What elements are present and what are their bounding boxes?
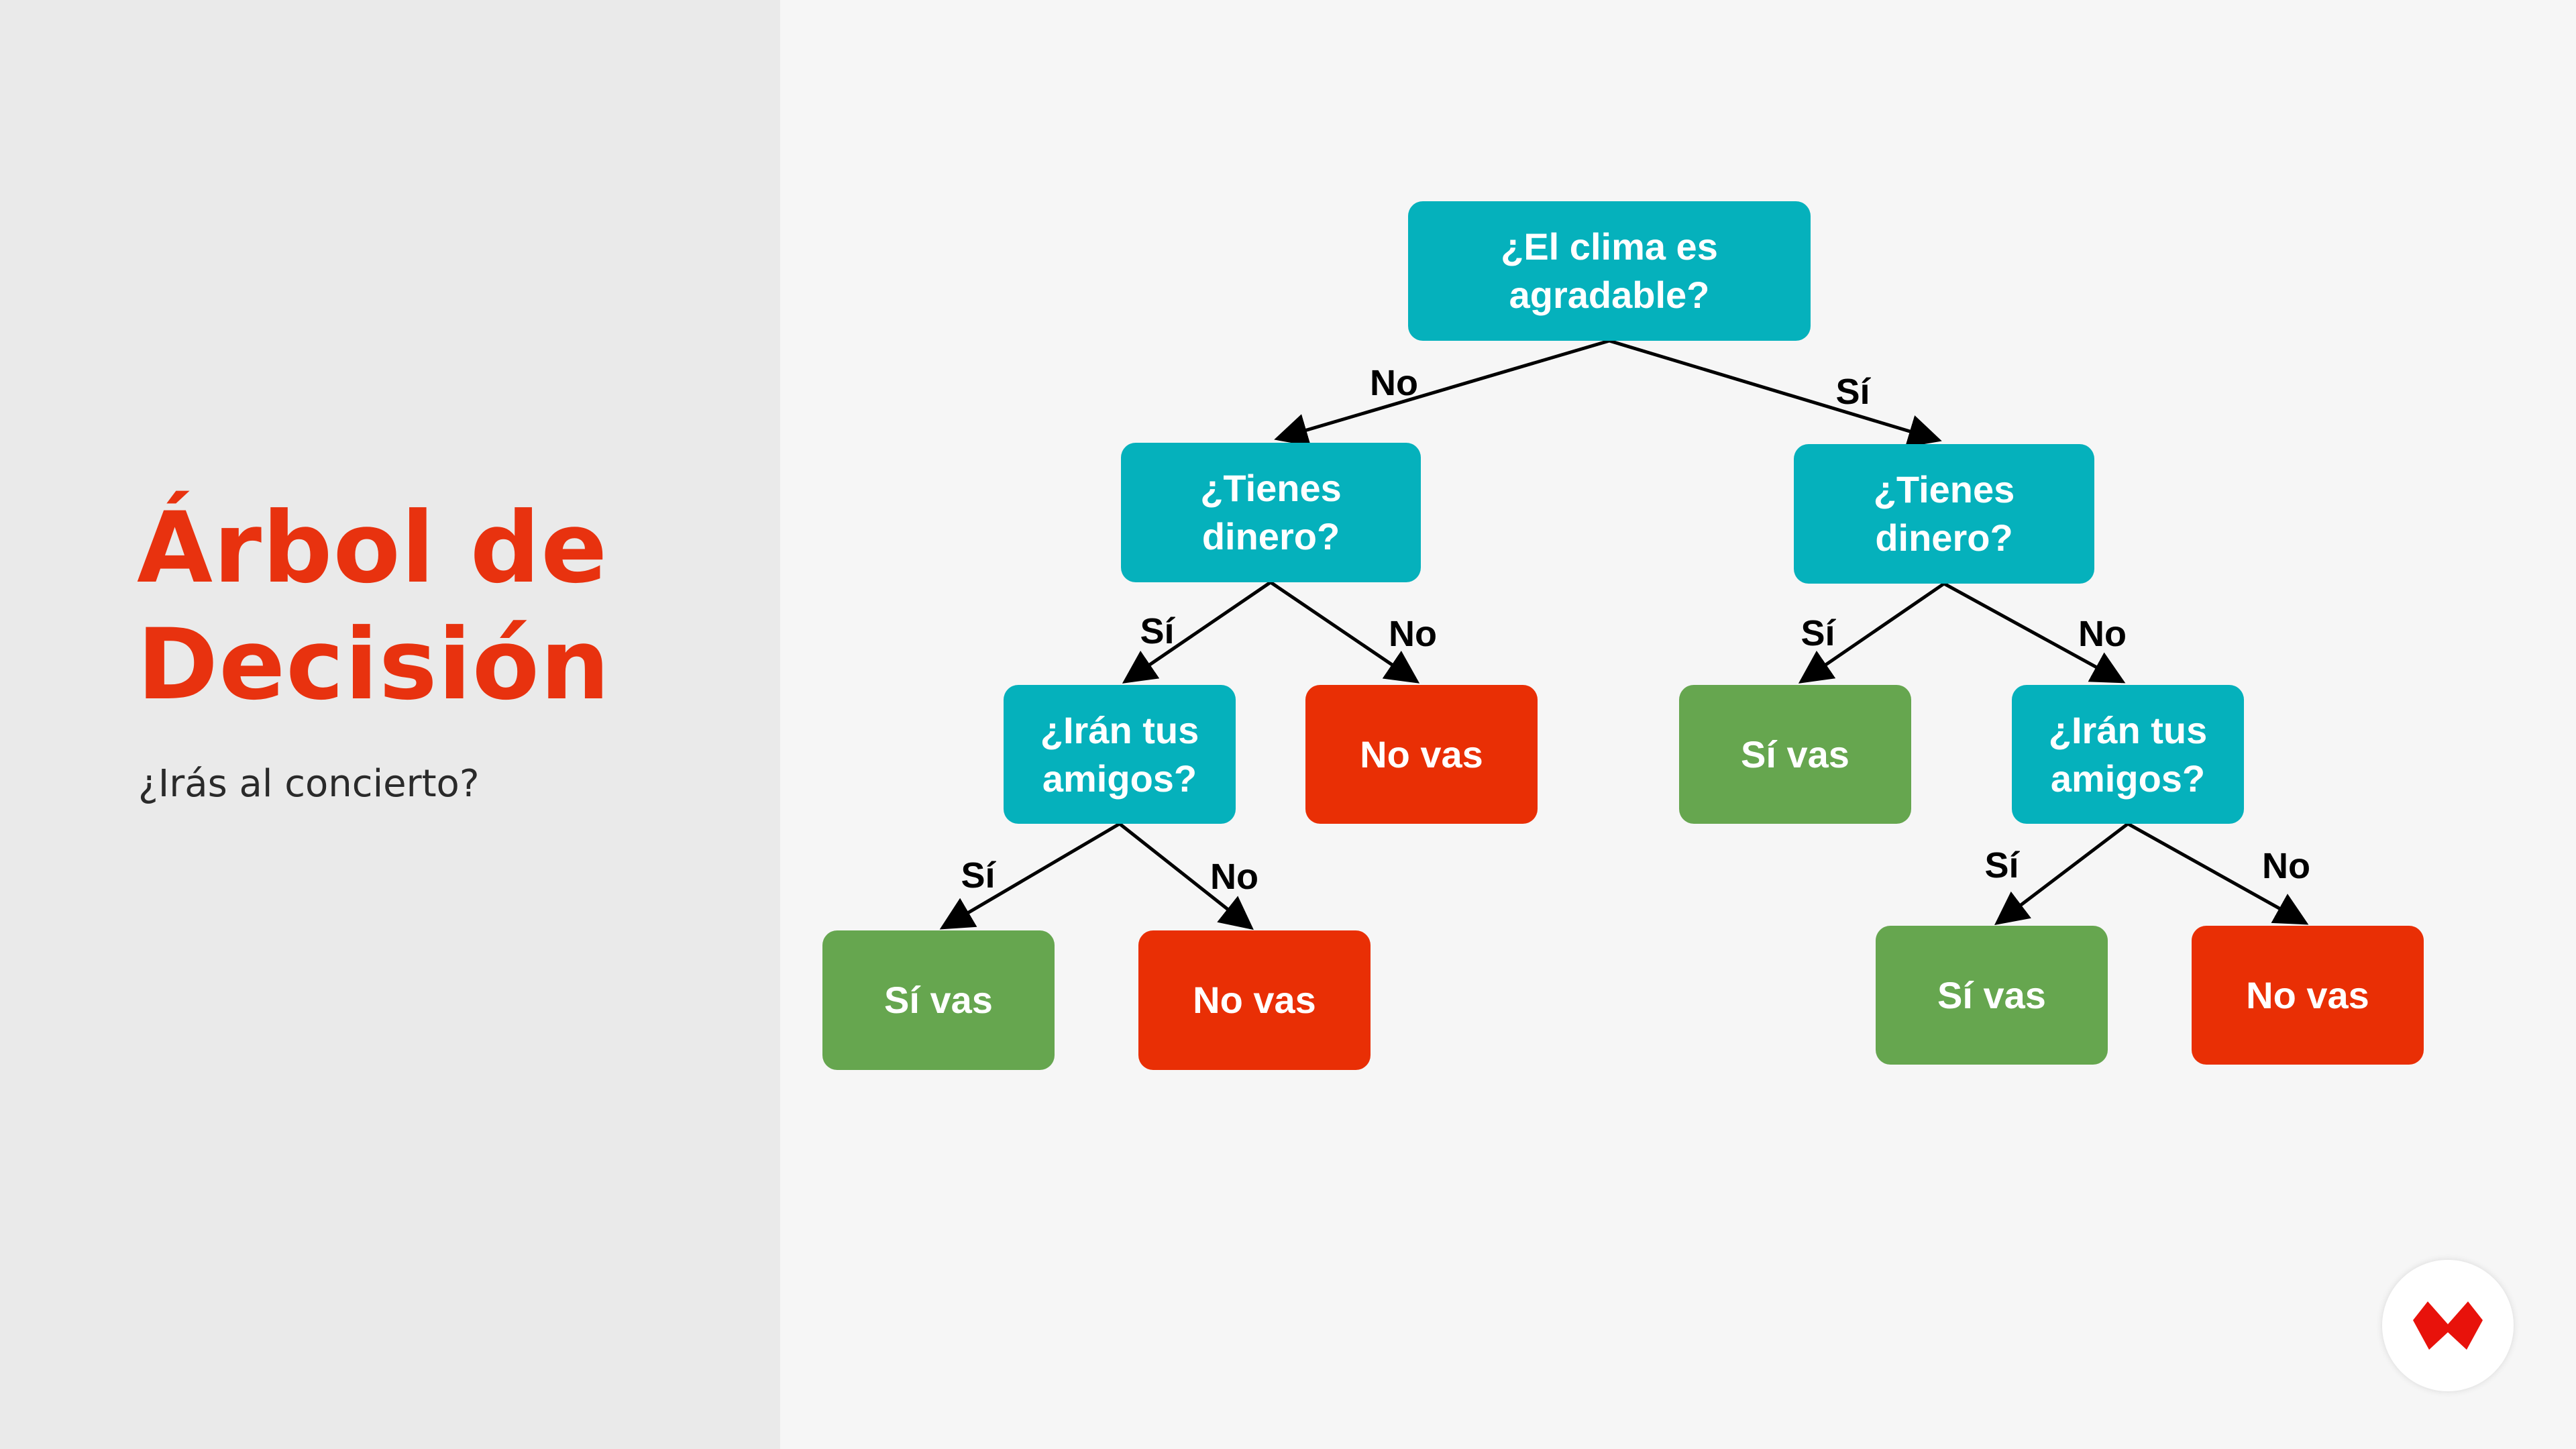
- edge-root-right: [1609, 339, 1942, 447]
- edge-label-root-left: No: [1370, 363, 1418, 403]
- root-question-node: ¿El clima es agradable?: [1408, 201, 1811, 341]
- brand-logo-button[interactable]: [2382, 1260, 2514, 1391]
- edge-label-ll-left: Sí: [961, 855, 996, 896]
- edge-right-right: [1943, 582, 2126, 684]
- brand-logo-icon: [2413, 1301, 2483, 1350]
- slide-title: Árbol de Decisión: [137, 490, 741, 723]
- edge-label-left-left: Sí: [1140, 611, 1175, 651]
- left-right-leaf-node: No vas: [1305, 685, 1538, 824]
- edge-right-left: [1798, 582, 1945, 684]
- edge-ll-left: [939, 822, 1121, 930]
- edge-label-right-right: No: [2078, 614, 2127, 654]
- edge-label-ll-right: No: [1210, 857, 1258, 897]
- edge-ll-right: [1118, 822, 1254, 930]
- edge-root-left: [1274, 339, 1610, 447]
- edge-label-left-right: No: [1389, 614, 1437, 654]
- left-left-question-node: ¿Irán tus amigos?: [1004, 685, 1236, 824]
- ll-right-leaf-node: No vas: [1138, 930, 1371, 1070]
- edge-left-right: [1269, 580, 1420, 684]
- left-question-node: ¿Tienes dinero?: [1121, 443, 1421, 582]
- right-left-leaf-node: Sí vas: [1679, 685, 1911, 824]
- edge-label-rr-right: No: [2262, 846, 2310, 886]
- slide-title-line-2: Decisión: [137, 608, 610, 722]
- ll-left-leaf-node: Sí vas: [822, 930, 1055, 1070]
- right-right-question-node: ¿Irán tus amigos?: [2012, 685, 2244, 824]
- rr-right-leaf-node: No vas: [2192, 926, 2424, 1065]
- left-panel: [0, 0, 780, 1449]
- slide-subtitle: ¿Irás al concierto?: [138, 762, 480, 806]
- edge-label-right-left: Sí: [1801, 613, 1835, 653]
- rr-left-leaf-node: Sí vas: [1876, 926, 2108, 1065]
- right-question-node: ¿Tienes dinero?: [1794, 444, 2094, 584]
- edge-left-left: [1122, 580, 1272, 684]
- edge-rr-left: [1994, 822, 2129, 926]
- edge-rr-right: [2127, 822, 2309, 925]
- slide-title-line-1: Árbol de: [137, 491, 608, 605]
- edge-label-root-right: Sí: [1835, 372, 1870, 412]
- edge-label-rr-left: Sí: [1984, 845, 2019, 885]
